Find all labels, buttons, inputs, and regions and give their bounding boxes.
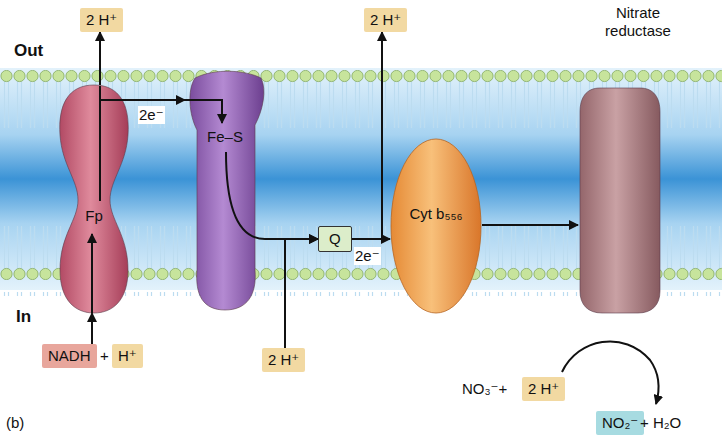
proton-chip: H⁺: [112, 344, 143, 368]
flavoprotein: Fp: [58, 85, 130, 313]
flow-arrow: [91, 313, 93, 344]
flow-arrow: [352, 32, 382, 239]
electron-label: 2e⁻: [138, 106, 165, 124]
proton-chip: 2 H⁺: [364, 8, 407, 32]
proton-chip: 2 H⁺: [522, 377, 565, 401]
cytochrome-body: [391, 139, 481, 313]
side-label: In: [16, 308, 31, 326]
chip-text: Q: [329, 230, 341, 248]
reaction-arrow: [562, 341, 658, 404]
chip-text: 2 H⁺: [528, 380, 559, 398]
iron-sulfur-protein-body: [190, 71, 264, 310]
protein-label: Nitrate reductase: [596, 4, 680, 40]
flow-arrow: [285, 239, 318, 348]
flavoprotein-body: [60, 85, 128, 313]
electron-label: 2e⁻: [354, 247, 381, 265]
nitrate-reductase-body: [580, 88, 660, 313]
chip-text: NO₂⁻: [602, 414, 638, 432]
chip-text: NADH: [48, 347, 91, 365]
nitrite-chip: NO₂⁻: [596, 411, 644, 435]
chip-text: 2 H⁺: [86, 11, 117, 29]
proton-chip: 2 H⁺: [262, 348, 305, 372]
cytochrome-outline: [390, 138, 482, 314]
proton-chip: 2 H⁺: [80, 8, 123, 32]
chip-text: H⁺: [118, 347, 137, 365]
flow-arrow: [99, 32, 101, 85]
plus-sign: +: [100, 347, 109, 365]
panel-label: (b): [6, 414, 24, 432]
iron-sulfur-protein-outline: [185, 70, 265, 310]
chip-text: 2 H⁺: [370, 11, 401, 29]
protein-label: Cyt b₅₅₆: [409, 205, 462, 223]
iron-sulfur-protein: Fe–S: [185, 70, 265, 310]
flavoprotein-outline: [58, 85, 130, 313]
nitrate-reductase-outline: [578, 88, 662, 313]
reactant-label: NO₃⁻+: [462, 380, 507, 398]
protein-label: Fp: [85, 207, 103, 225]
chip-text: 2 H⁺: [268, 351, 299, 369]
protein-label: Fe–S: [207, 128, 243, 146]
product-label: + H₂O: [640, 414, 681, 432]
cytochrome: Cyt b₅₅₆: [390, 138, 482, 314]
flow-arrow: [130, 99, 185, 101]
quinone-box: Q: [318, 226, 352, 252]
flow-arrow: [482, 224, 578, 226]
nitrate-reductase: Nitrate reductase: [578, 88, 662, 313]
nadh-chip: NADH: [42, 344, 97, 368]
side-label: Out: [14, 42, 43, 60]
flow-arrow: [352, 238, 390, 240]
